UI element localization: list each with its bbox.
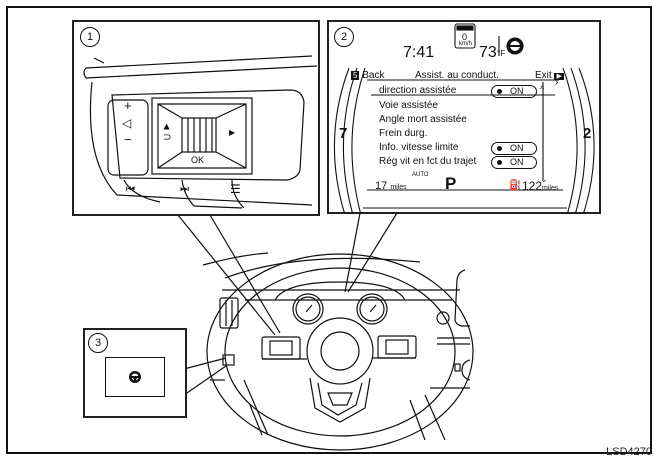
left-air-vent (219, 297, 239, 329)
right-gauge-number: 2 (583, 125, 592, 142)
display-frame-drawing (333, 23, 595, 214)
left-arrow-button[interactable]: ◀ (162, 123, 172, 130)
submenu-chevron-icon: › (555, 77, 559, 88)
previous-track-button[interactable]: ⏮ (126, 184, 135, 195)
scroll-up-icon[interactable]: ^ (540, 84, 545, 94)
right-spoke-switches (377, 335, 417, 359)
callout-2-pointer-left (344, 212, 361, 293)
callout-number-2: 2 (334, 27, 354, 47)
speaker-icon: ◁ (122, 116, 132, 130)
menu-item-angle-mort-assistee[interactable]: Angle mort assistée (379, 114, 467, 125)
exit-button[interactable]: Exit ▶ (535, 70, 564, 81)
steering-wheel-icon (129, 371, 141, 383)
directional-pad-frame (151, 97, 253, 175)
callout-number-1: 1 (80, 27, 100, 47)
temperature-unit: °F (497, 49, 506, 58)
figure-frame (6, 6, 652, 454)
toggle-direction-assistee[interactable]: ON (491, 85, 537, 98)
left-gauge-number: 7 (339, 125, 348, 142)
menu-item-direction-assistee[interactable]: direction assistée (379, 85, 457, 96)
callout-1-pointer-right (209, 214, 281, 334)
back-label: Back (362, 70, 385, 81)
steering-assist-switch-location (222, 354, 235, 366)
back-button[interactable]: 5 Back (351, 70, 385, 81)
toggle-indicator (497, 89, 502, 94)
toggle-indicator (497, 146, 502, 151)
range-distance-unit: miles (542, 185, 559, 192)
auto-label: AUTO (412, 172, 429, 178)
menu-item-reg-vit-fct-trajet[interactable]: Rég vit en fct du trajet (379, 156, 477, 167)
callout-3-steering-assist-switch: 3 (83, 328, 187, 418)
exit-label: Exit (535, 70, 552, 81)
trip-distance-value: 17 (375, 180, 388, 192)
outside-temperature: 73 (479, 44, 497, 61)
callout-2-pointer-right (347, 212, 398, 293)
speedometer-gauge (356, 293, 388, 325)
steering-hub-outer (306, 317, 374, 385)
trip-distance: 17 miles (375, 180, 407, 192)
ok-button[interactable]: OK (191, 155, 205, 165)
scroll-down-icon[interactable]: ⌄ (540, 174, 548, 184)
next-track-button[interactable]: ⏭ (180, 184, 189, 195)
speed-limit-unit: km/h (459, 41, 473, 47)
toggle-info-vitesse-limite[interactable]: ON (491, 142, 537, 155)
figure-label: LSD4270 (606, 446, 652, 458)
callout-3-pointer-bottom (183, 365, 227, 396)
callout-2-information-display: 2 7:41 0 km/h 73 °F (327, 20, 601, 214)
menu-item-frein-durg[interactable]: Frein durg. (379, 128, 428, 139)
volume-up-button[interactable]: + (124, 98, 132, 113)
toggle-reg-vit-fct-trajet[interactable]: ON (491, 156, 537, 169)
steering-hub-center (320, 331, 360, 371)
menu-list-icon[interactable]: ☰ (230, 182, 241, 196)
callout-1-steering-switches: 1 + ◁ − ◀ U ▶ OK ⏮ ⏭ ☰ (72, 20, 320, 216)
switch-panel-drawing (83, 55, 318, 209)
right-arrow-button[interactable]: ▶ (229, 128, 236, 137)
callout-number-3: 3 (88, 333, 108, 353)
left-spoke-switches (261, 336, 301, 360)
menu-item-info-vitesse-limite[interactable]: Info. vitesse limite (379, 142, 459, 153)
back-icon[interactable]: U (162, 133, 173, 141)
steering-wheel-rim-outer (206, 253, 474, 451)
range-distance-value: 122 (522, 179, 543, 193)
tachometer-gauge (292, 293, 324, 325)
toggle-indicator (497, 160, 502, 165)
volume-down-button[interactable]: − (124, 132, 132, 147)
ok-scroll-wheel (181, 117, 217, 153)
speed-limit-value: 0 (462, 32, 468, 42)
clock: 7:41 (403, 44, 435, 61)
fuel-pump-icon: ⛽ (509, 180, 522, 191)
menu-title: Assist. au conduct. (415, 70, 499, 81)
steering-wheel-rim-inner (224, 267, 456, 437)
steering-assist-switch[interactable] (105, 357, 165, 397)
trip-distance-unit: miles (390, 184, 407, 191)
speed-limit-sign (454, 23, 476, 49)
menu-item-voie-assistee[interactable]: Voie assistée (379, 100, 438, 111)
range-distance: 122miles (522, 179, 558, 193)
callout-1-pointer-left (177, 214, 276, 336)
callout-3-pointer-top (183, 357, 227, 370)
volume-rocker (107, 99, 149, 176)
gear-indicator: P (445, 174, 457, 193)
switch-housing (111, 89, 305, 181)
